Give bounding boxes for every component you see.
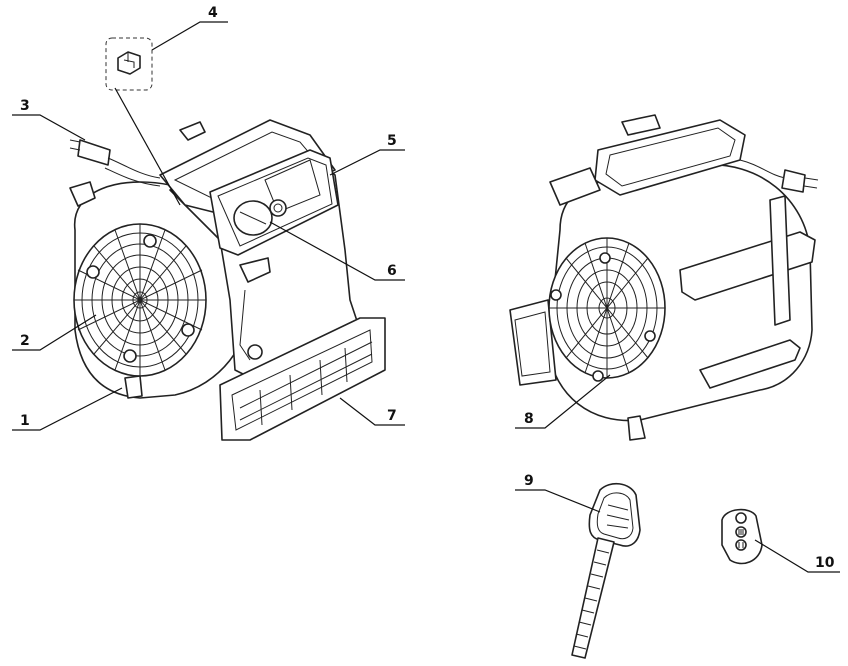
leader-4 [151, 21, 228, 51]
blower-rear-view [509, 114, 819, 441]
leader-6 [269, 221, 405, 281]
cord-nut-inset [105, 37, 153, 91]
leader-8 [515, 374, 611, 429]
callout-6: 6 [387, 263, 397, 279]
callout-7: 7 [387, 408, 397, 424]
blower-front-view [69, 119, 386, 441]
front-fan-grille [73, 223, 207, 377]
leader-2 [12, 314, 97, 351]
remote-control [721, 508, 763, 565]
callout-2: 2 [20, 333, 30, 349]
callout-4: 4 [208, 5, 218, 21]
leader-4b [114, 87, 181, 206]
callout-5: 5 [387, 133, 397, 149]
leader-10 [754, 539, 840, 573]
leader-9 [515, 489, 601, 513]
leader-1 [12, 387, 123, 431]
intake-grille [548, 237, 666, 382]
callout-9: 9 [524, 473, 534, 489]
leader-5 [329, 149, 405, 176]
leader-3 [12, 114, 86, 141]
carrying-strap [571, 482, 641, 659]
outlet-grille [219, 317, 386, 441]
leader-7 [339, 397, 405, 426]
callout-1: 1 [20, 413, 30, 429]
power-cord-plug [69, 139, 161, 207]
callout-8: 8 [524, 411, 534, 427]
callout-labels: 1 2 3 4 5 6 7 8 9 10 [20, 5, 835, 571]
callout-3: 3 [20, 98, 30, 114]
leader-lines [12, 21, 840, 573]
callout-10: 10 [815, 555, 835, 571]
control-knob [233, 199, 287, 236]
